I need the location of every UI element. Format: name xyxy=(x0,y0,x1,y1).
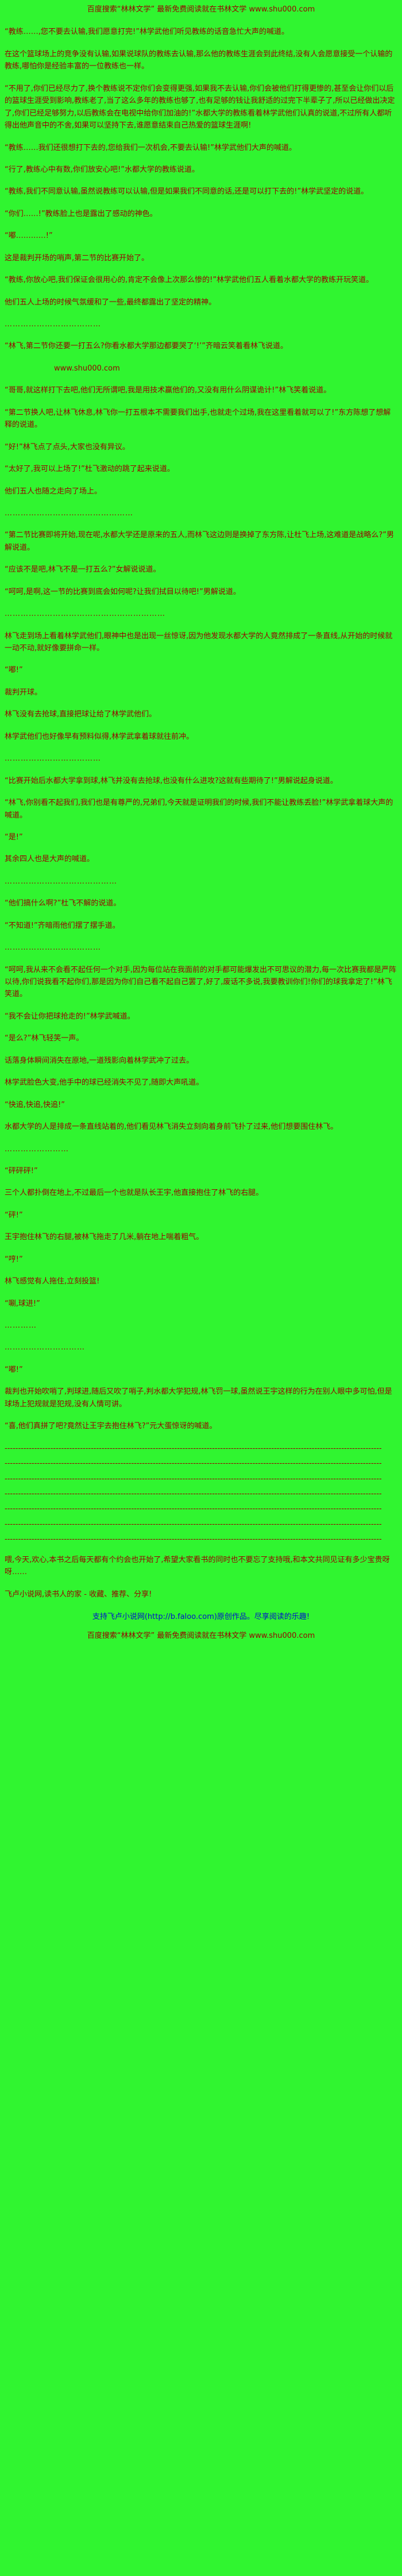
paragraph: “教练……,您不要去认输,我们愿意打完!”林学武他们听见教练的话音急忙大声的喊道… xyxy=(5,28,289,37)
paragraph: “他们搞什么啊?”杜飞不解的说道。 xyxy=(5,899,121,908)
paragraph: “行了,教练心中有数,你们放安心吧!”水都大学的教练说道。 xyxy=(5,165,199,174)
dots-separator: …………………… xyxy=(5,1144,69,1154)
chapter-content: “教练……,您不要去认输,我们愿意打完!”林学武他们听见教练的话音急忙大声的喊道… xyxy=(5,26,397,1578)
paragraph: “哼!” xyxy=(5,1255,23,1264)
paragraph: “太好了,我可以上场了!”杜飞激动的跳了起来说道。 xyxy=(5,465,175,474)
paragraph: 水都大学的人是排成一条直线站着的,他们看见林飞消失立刻向着身前飞扑了过来,他们想… xyxy=(5,1123,338,1132)
dash-separator: ----------------------------------------… xyxy=(5,1444,382,1453)
footer-support-link: 支持飞卢小说网(http://b.faloo.com)原创作品。尽享阅读的乐趣! xyxy=(92,1613,310,1621)
paragraph: “快追,快追,快追!” xyxy=(5,1100,65,1109)
dash-separator: ----------------------------------------… xyxy=(5,1474,382,1483)
dash-separator: ----------------------------------------… xyxy=(5,1459,382,1468)
paragraph: 话落身体瞬间消失在原地,一道残影向着林学武冲了过去。 xyxy=(5,1056,194,1065)
paragraph: “应该不是吧,林飞不是一打五么?”女解说说道。 xyxy=(5,565,161,574)
paragraph: “是!” xyxy=(5,832,23,842)
paragraph: “砰!” xyxy=(5,1210,23,1220)
dots-separator: ………… xyxy=(5,1321,37,1330)
paragraph: “第二节换人吧,让林飞休息,林飞你一打五根本不需要我们出手,也就走个过场,我在这… xyxy=(5,408,391,430)
paragraph: “砰砰砰!” xyxy=(5,1166,38,1175)
paragraph: “我不会让你把球抢走的!”林学武喊道。 xyxy=(5,1012,135,1021)
author-note: 喂,今天,欢心,本书之后每天都有个约会也开始了,希望大家看书的同时也不要忘了支持… xyxy=(5,1555,390,1577)
footer-promo: 百度搜索“林林文学” 最新免费阅读就在书林文学 www.shu000.com xyxy=(87,1632,315,1641)
paragraph: “嘟!” xyxy=(5,1365,23,1374)
paragraph: 林飞走到场上看着林学武他们,眼神中也是出现一丝惊讶,因为他发现水都大学的人竟然排… xyxy=(5,631,393,653)
paragraph: “嘟!” xyxy=(5,666,23,675)
paragraph: “喜,他们真拼了吧?竟然让王宇去抱住林飞?”元大蛋惊讶的喊道。 xyxy=(5,1422,217,1431)
dots-separator: ………………………… xyxy=(5,1343,85,1352)
paragraph: “教练,我们不同意认输,虽然说教练可以认输,但是如果我们不同意的话,还是可以打下… xyxy=(5,187,369,196)
paragraph: 他们五人也随之走向了场上。 xyxy=(5,487,102,496)
paragraph: “比赛开始后水都大学拿到球,林飞并没有去抢球,也没有什么进攻?这就有些期待了!”… xyxy=(5,776,338,785)
paragraph: 王宇抱住林飞的右腿,被林飞拖走了几米,躺在地上喘着粗气。 xyxy=(5,1233,204,1242)
paragraph: “呵呵,我从来不会看不起任何一个对手,因为每位站在我面前的对手都可能爆发出不可思… xyxy=(5,965,397,999)
paragraph: “林飞,第二节你还要一打五么?你看水都大学那边都要哭了‘!’”齐暗云笑着看林飞说… xyxy=(5,342,288,351)
paragraph: 在这个篮球场上的竞争没有认输,如果说球队的教练去认输,那么他的教练生涯会到此终结… xyxy=(5,49,393,71)
dots-separator: …………………………………… xyxy=(5,877,117,886)
paragraph: 其余四人也是大声的喊道。 xyxy=(5,855,95,864)
paragraph: “好!”林飞点了点头,大家也没有异议。 xyxy=(5,442,130,452)
dash-separator: ----------------------------------------… xyxy=(5,1489,382,1498)
paragraph: “唰,球进!” xyxy=(5,1299,40,1308)
dash-separator: ----------------------------------------… xyxy=(5,1535,382,1544)
paragraph: 他们五人上场的时候气氛缓和了一些,最终都露出了坚定的精神。 xyxy=(5,298,217,307)
paragraph: “你们……!”教练脸上也是露出了感动的神色。 xyxy=(5,209,157,218)
paragraph: 裁判也开始吹哨了,判球进,随后又吹了哨子,判水都大学犯规,林飞罚一球,虽然说王宇… xyxy=(5,1387,392,1409)
dash-separator: ----------------------------------------… xyxy=(5,1505,382,1514)
paragraph: “呵呵,是啊,这一节的比赛到底会如何呢?让我们拭目以待吧!”男解说道。 xyxy=(5,587,241,596)
paragraph: 林学武他们也好像早有预料似得,林学武拿着球就往前冲。 xyxy=(5,732,194,741)
dots-separator: ……………………………… xyxy=(5,943,101,952)
paragraph: “不用了,你们已经尽力了,换个教练说不定你们会变得更强,如果我不去认输,你们会被… xyxy=(5,84,395,130)
paragraph: 林飞没有去抢球,直接把球让给了林学武他们。 xyxy=(5,710,157,719)
dots-separator: ………………………………………… xyxy=(5,508,133,518)
paragraph: “教练,你放心吧,我们保证会很用心的,肯定不会像上次那么惨的!”林学武他们五人看… xyxy=(5,276,374,285)
paragraph: “嘟…………!” xyxy=(5,232,53,241)
dots-separator: ……………………………… xyxy=(5,754,101,763)
watermark: www.shu000.com xyxy=(54,364,120,373)
paragraph: “第二节比赛即将开始,现在呢,水都大学还是原来的五人,而林飞这边则是换掉了东方陈… xyxy=(5,531,395,552)
paragraph: “教练……我们还很想打下去的,您给我们一次机会,不要去认输!”林学武他们大声的喊… xyxy=(5,143,296,152)
footer-slogan: 飞卢小说网,读书人的家 - 收藏、推荐、分享! xyxy=(5,1590,152,1599)
dots-separator: ……………………………… xyxy=(5,320,101,329)
paragraph: “哥哥,就这样打下去吧,他们无所谓吧,我是用技术赢他们的,又没有用什么阴谋诡计!… xyxy=(5,386,331,395)
header-promo: 百度搜索“林林文学” 最新免费阅读就在书林文学 www.shu000.com xyxy=(87,5,315,14)
dots-separator: …………………………………………………… xyxy=(5,610,165,619)
paragraph: 裁判开球。 xyxy=(5,688,42,697)
paragraph: 林飞感觉有人拖住,立刻投篮! xyxy=(5,1277,100,1286)
paragraph: 三个人都扑倒在地上,不过最后一个也就是队长王宇,他直接抱住了林飞的右腿。 xyxy=(5,1189,264,1198)
paragraph: “不知道!”齐暗雨他们摆了摆手道。 xyxy=(5,921,120,930)
paragraph: 这是裁判开场的哨声,第二节的比赛开始了。 xyxy=(5,253,149,263)
paragraph: “是么?”林飞轻笑一声。 xyxy=(5,1034,84,1043)
paragraph: “林飞,你别看不起我们,我们也是有尊严的,兄弟们,今天就是证明我们的时候,我们不… xyxy=(5,799,393,820)
paragraph: 林学武脸色大变,他手中的球已经消失不见了,随即大声吼道。 xyxy=(5,1078,204,1088)
dash-separator: ----------------------------------------… xyxy=(5,1520,382,1529)
